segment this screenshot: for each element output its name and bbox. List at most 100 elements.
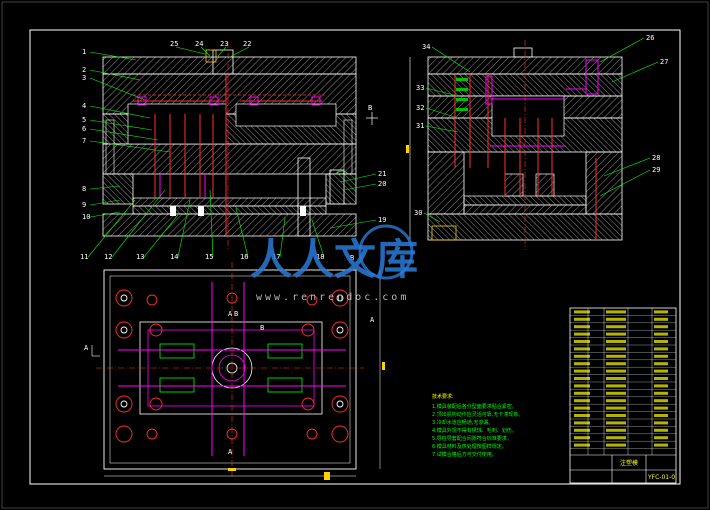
part-label: 11	[80, 253, 88, 261]
title-block-cell-mark	[574, 317, 590, 321]
part-label: 19	[378, 216, 386, 224]
leader-line	[425, 107, 459, 119]
leader-line	[425, 87, 459, 97]
leader-line	[89, 119, 153, 131]
leader-line	[89, 128, 159, 141]
section-mark: B	[260, 324, 264, 332]
watermark: 人人文库 www.renrendoc.com	[250, 224, 418, 303]
part-label: 8	[82, 185, 86, 193]
leader-line	[89, 199, 121, 206]
title-block-cell-mark	[606, 443, 626, 447]
title-block-cell-mark	[606, 354, 626, 358]
title-block-cell-mark	[574, 362, 590, 366]
title-block-cell-mark	[574, 406, 590, 410]
leader-line	[603, 157, 651, 177]
part-label: 10	[82, 213, 90, 221]
title-block-cell-mark	[574, 436, 590, 440]
title-block-cell-mark	[574, 347, 590, 351]
leader-line	[343, 183, 377, 191]
part-label: 25	[170, 40, 178, 48]
title-block-cell-mark	[654, 436, 668, 440]
leader-line	[87, 199, 136, 258]
title-block-cell-mark	[606, 406, 626, 410]
part-label: 31	[416, 122, 424, 130]
part-label: 4	[82, 102, 86, 110]
watermark-url: www.renrendoc.com	[256, 292, 409, 303]
title-block-cell-mark	[654, 406, 668, 410]
title-block-cell-mark	[654, 310, 668, 314]
title-block-cell-mark	[654, 317, 668, 321]
part-label: 17	[272, 253, 280, 261]
part-label: 26	[646, 34, 654, 42]
front-section-view	[102, 42, 378, 250]
part-label: 5	[82, 116, 86, 124]
drawing-number: YFC-01-0	[647, 474, 675, 481]
part-label: 12	[104, 253, 112, 261]
side-section-view	[406, 40, 623, 250]
part-label: 32	[416, 104, 424, 112]
part-label: 15	[205, 253, 213, 261]
leader-line	[89, 140, 171, 153]
drawing-border	[29, 29, 681, 485]
leader-line	[209, 189, 214, 258]
leader-line	[217, 46, 227, 57]
leader-line	[235, 207, 249, 258]
leader-line	[89, 105, 151, 119]
notes-line: 2.顶出机构动作应灵活可靠,无卡滞现象。	[432, 411, 523, 418]
part-label: 14	[170, 253, 178, 261]
section-mark: A	[228, 448, 233, 456]
title-block-cell-mark	[654, 443, 668, 447]
title-block-cell-mark	[606, 391, 626, 395]
leader-line	[423, 212, 441, 223]
section-mark: B	[368, 104, 372, 112]
part-label: 13	[136, 253, 144, 261]
part-label: 27	[660, 58, 668, 66]
title-block-cell-mark	[574, 377, 590, 380]
leader-line	[111, 189, 166, 258]
title-block-cell-mark	[654, 340, 668, 343]
section-mark: A	[228, 310, 233, 318]
watermark-cn: 人人文库	[250, 235, 418, 284]
leader-line	[329, 219, 377, 229]
title-block-cell-mark	[654, 362, 668, 366]
part-label: 16	[240, 253, 248, 261]
title-block-cell-mark	[654, 391, 668, 395]
leader-line	[89, 211, 121, 218]
title-block-cell-mark	[574, 325, 590, 329]
notes-title: 技术要求:	[432, 393, 454, 400]
title-block-cell-mark	[654, 428, 668, 432]
part-label: 9	[82, 201, 86, 209]
leader-line	[89, 69, 141, 81]
title-block-cell-mark	[606, 384, 626, 388]
section-mark: A	[370, 316, 375, 324]
title-block-cell-mark	[574, 384, 590, 388]
section-mark: A	[84, 344, 89, 352]
title-cell: 注塑模	[620, 459, 638, 467]
notes-line: 3.冷却水道应畅通,无渗漏。	[432, 419, 493, 426]
leader-line	[431, 46, 471, 73]
title-block-cell-mark	[606, 340, 626, 343]
title-block-cell-mark	[654, 354, 668, 358]
title-block-cell-mark	[654, 325, 668, 329]
title-block-cell-mark	[654, 332, 668, 336]
title-block-cell-mark	[574, 340, 590, 343]
notes-line: 5.导柱导套配合间隙符合标准要求。	[432, 435, 512, 442]
leader-line	[89, 51, 137, 61]
part-label: 30	[414, 209, 422, 217]
part-label: 20	[378, 180, 386, 188]
title-block-cell-mark	[606, 325, 626, 329]
leader-line	[311, 219, 325, 258]
part-label: 34	[422, 43, 430, 51]
title-block-cell-mark	[654, 369, 668, 373]
title-block-cell-mark	[606, 369, 626, 373]
title-block: 注塑模 YFC-01-0	[569, 307, 677, 484]
part-label: 2	[82, 66, 86, 74]
title-block-cell-mark	[606, 428, 626, 432]
title-block-cell-mark	[606, 421, 626, 425]
part-label: 24	[195, 40, 203, 48]
leader-line	[279, 217, 286, 258]
title-block-cell-mark	[574, 414, 590, 417]
